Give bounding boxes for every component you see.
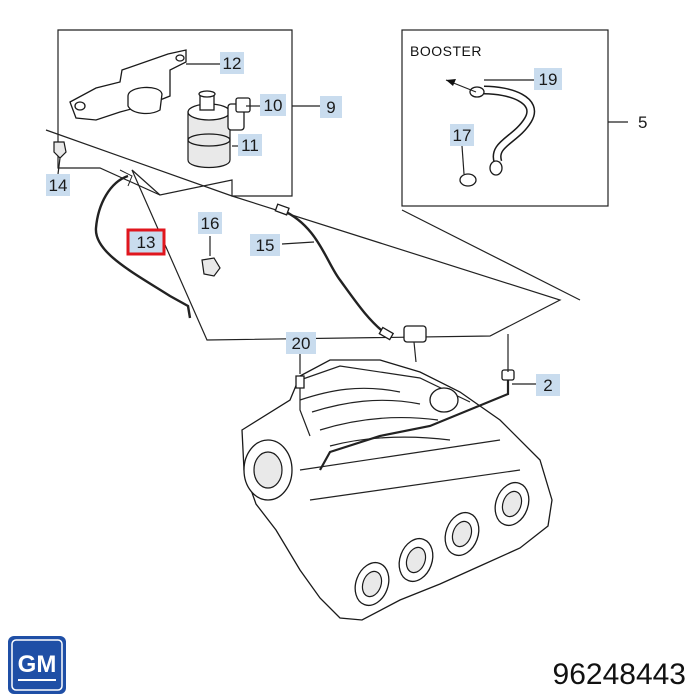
hose-part-13 [94,174,192,319]
module-frame-outline [57,29,293,197]
callout-14: 14 [46,174,70,196]
callout-12: 12 [220,52,244,74]
svg-text:14: 14 [49,176,68,195]
part-number: 96248443 [552,658,686,691]
svg-text:17: 17 [453,126,472,145]
booster-hose-part [445,79,536,187]
svg-text:16: 16 [201,214,220,233]
svg-text:12: 12 [223,54,242,73]
svg-text:15: 15 [256,236,275,255]
bracket-part [69,49,187,121]
intake-manifold-part [241,325,553,621]
solenoid-valve-part [227,97,251,131]
svg-text:9: 9 [326,98,335,117]
svg-text:11: 11 [241,136,259,155]
canister-part [187,90,231,169]
svg-text:10: 10 [264,96,283,115]
pipe-part-2 [319,376,510,471]
callout-2: 2 [536,374,560,396]
callout-20: 20 [286,332,316,354]
gm-logo: GM [8,636,66,694]
callout-13-highlighted: 13 [126,228,166,256]
callout-19: 19 [534,68,562,90]
vacuum-port-part-20 [295,375,305,389]
callout-15: 15 [250,234,280,256]
callout-9: 9 [320,96,342,118]
booster-frame-outline [401,29,609,207]
svg-text:19: 19 [539,70,558,89]
callout-10: 10 [260,94,286,116]
svg-text:5: 5 [638,113,647,132]
leader-lines [45,129,562,341]
svg-text:2: 2 [543,376,552,395]
callout-leaders [57,63,536,385]
svg-text:20: 20 [292,334,311,353]
callout-17: 17 [450,124,474,146]
hose-part-15 [281,208,387,335]
clip-part-14 [53,141,67,159]
svg-text:GM: GM [18,651,57,678]
callout-16: 16 [198,212,222,234]
booster-label: BOOSTER [410,43,482,59]
callout-11: 11 [238,134,262,156]
clip-part-16 [201,257,221,277]
callout-5: 5 [638,113,647,132]
svg-text:13: 13 [137,233,156,252]
